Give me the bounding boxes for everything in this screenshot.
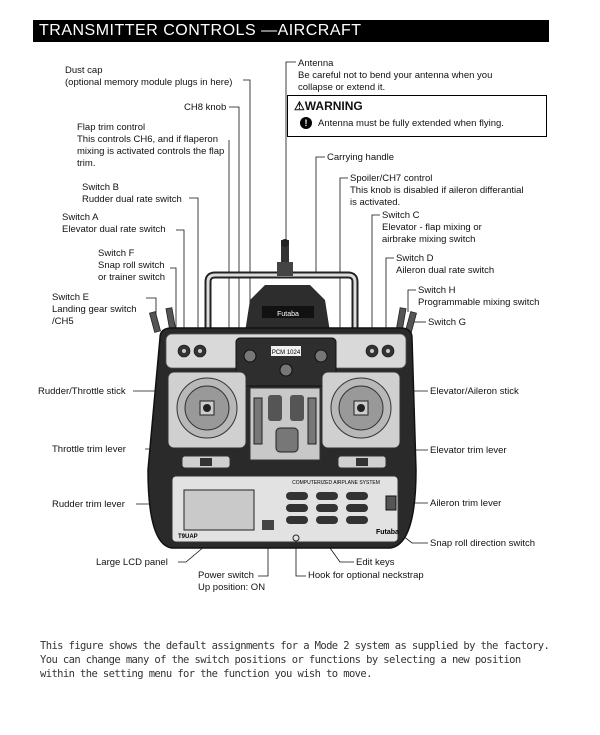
edit-key-basic bbox=[286, 492, 308, 500]
label-neckstrap-hook: Hook for optional neckstrap bbox=[308, 570, 424, 581]
label-rudder-trim: Rudder trim lever bbox=[52, 499, 125, 510]
warning-triangle-icon: ⚠ bbox=[294, 99, 305, 113]
edit-key-end bbox=[346, 504, 368, 512]
exclamation-icon: ! bbox=[300, 117, 312, 129]
neckstrap-hook bbox=[292, 534, 300, 542]
large-lcd bbox=[183, 489, 255, 531]
left-stick bbox=[203, 404, 211, 412]
footer-note: This figure shows the default assignment… bbox=[40, 640, 550, 680]
aileron-trim-vertical bbox=[307, 397, 317, 445]
warning-heading: ⚠WARNING bbox=[294, 99, 363, 113]
label-dust-cap: Dust cap(optional memory module plugs in… bbox=[65, 65, 233, 88]
label-rudder-throttle-stick: Rudder/Throttle stick bbox=[38, 386, 126, 397]
leader-lines bbox=[133, 61, 428, 577]
edit-key-input bbox=[346, 516, 368, 524]
label-snap-roll-direction: Snap roll direction switch bbox=[430, 538, 536, 549]
warning-box: ⚠WARNING ! Antenna must be fully extende… bbox=[287, 95, 547, 137]
label-edit-keys: Edit keys bbox=[356, 557, 395, 568]
label-large-lcd: Large LCD panel bbox=[96, 557, 168, 568]
power-switch bbox=[262, 520, 274, 530]
snap-roll-direction-switch bbox=[385, 495, 397, 511]
label-ch8-knob: CH8 knob bbox=[184, 102, 227, 113]
edit-key-cursor bbox=[316, 504, 338, 512]
edit-key-page bbox=[346, 492, 368, 500]
label-elevator-trim: Elevator trim lever bbox=[430, 445, 507, 456]
model-label: T9UAP bbox=[178, 534, 198, 540]
edit-key-data bbox=[316, 516, 338, 524]
edit-key-select bbox=[286, 504, 308, 512]
label-aileron-trim: Aileron trim lever bbox=[430, 498, 502, 509]
brand-top: Futaba bbox=[277, 311, 299, 318]
label-switch-g: Switch G bbox=[428, 317, 467, 328]
antenna bbox=[281, 240, 289, 270]
label-elevator-aileron-stick: Elevator/Aileron stick bbox=[430, 386, 519, 397]
label-carrying-handle: Carrying handle bbox=[327, 152, 395, 163]
warning-text: Antenna must be fully extended when flyi… bbox=[318, 118, 504, 129]
pcm-badge: PCM 1024 bbox=[272, 350, 301, 356]
spoiler-knob bbox=[314, 349, 328, 363]
right-stick bbox=[357, 404, 365, 412]
switch-e-toggle bbox=[149, 311, 161, 333]
edit-key-mode bbox=[316, 492, 338, 500]
flap-trim-knob bbox=[279, 363, 293, 377]
page-title: TRANSMITTER CONTROLS —AIRCRAFT bbox=[33, 20, 549, 42]
rudder-trim-vertical bbox=[253, 397, 263, 445]
edit-key-advance bbox=[286, 516, 308, 524]
brand-bottom: Futaba bbox=[376, 529, 399, 536]
panel-title: COMPUTERIZED AIRPLANE SYSTEM bbox=[292, 480, 380, 486]
ch8-knob bbox=[243, 349, 257, 363]
label-throttle-trim: Throttle trim lever bbox=[52, 444, 126, 455]
